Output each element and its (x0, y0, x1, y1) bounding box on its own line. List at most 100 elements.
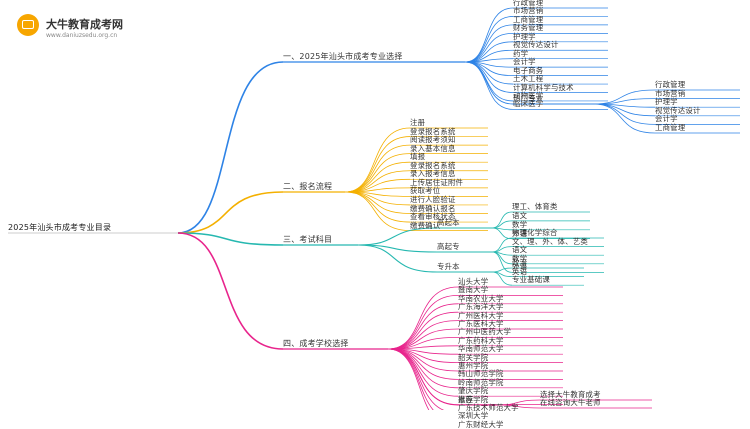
branch-4-item-4: 广东海洋大学 (458, 302, 504, 312)
branch-4-item-13: 岭南师范学院 (458, 377, 504, 387)
branch-1-group-connector (464, 61, 514, 105)
logo-icon (17, 14, 39, 36)
branch-4-item-14: 肇庆学院 (458, 386, 489, 396)
branch-1-item-12: 动物医学 (513, 90, 544, 100)
branch-2-item-connector-11 (344, 191, 411, 214)
branch-4-item-18: 广东财经大学 (458, 419, 504, 429)
branch-1-item-connector-11 (464, 61, 514, 93)
branch-1-item-3: 工商管理 (513, 14, 544, 24)
branch-4-item-8: 广东药科大学 (458, 335, 504, 345)
branch-2-item-1: 注册 (410, 118, 426, 127)
branch-4-group-connector (387, 348, 459, 406)
exam-subject-connector-2-1 (491, 237, 513, 253)
exam-subject-1-1: 理工、体育类 (512, 202, 558, 211)
branch-1-title: 一、2025年汕头市成考专业选择 (283, 52, 403, 61)
branch-2-item-2: 登录报名系统 (410, 126, 456, 136)
branch-4-item-12: 韩山师范学院 (458, 369, 504, 379)
branch-1-item-connector-4 (464, 32, 514, 63)
branch-1-item-9: 电子商务 (513, 65, 544, 75)
exam-group-connector-2 (357, 244, 438, 253)
branch-1-item-1: 行政管理 (513, 0, 544, 7)
mindmap-connectors (8, 7, 740, 410)
branch-2-item-10: 进行人脸验证 (410, 194, 456, 204)
branch-4-group-item-1: 选择大牛教育成考 (540, 390, 601, 399)
branch-2-item-connector-10 (344, 191, 411, 206)
branch-4-item-connector-12 (387, 348, 459, 380)
exam-group-2: 高起专 (437, 242, 460, 251)
exam-subject-connector-1-1 (491, 211, 513, 229)
exam-subject-2-5: 外语 (512, 262, 528, 272)
exam-subject-3-2: 英语 (512, 266, 528, 276)
branch-4-item-2: 暨南大学 (458, 285, 489, 295)
branch-1-item-connector-9 (464, 61, 514, 76)
branch-4-item-3: 华南农业大学 (458, 293, 504, 303)
branch-4-item-15: 嘉应学院 (458, 394, 489, 404)
branch-2-item-7: 录入报考信息 (410, 169, 456, 179)
branch-4-item-connector-17 (387, 348, 434, 410)
exam-subject-connector-3-3 (491, 271, 513, 286)
exam-subject-1-3: 数学 (512, 219, 528, 229)
exam-subject-3-3: 专业基础课 (512, 275, 550, 285)
branch-1-group-item-4: 视觉传达设计 (655, 105, 701, 115)
exam-group-connector-1 (357, 227, 438, 246)
branch-1-group-item-6: 工商管理 (655, 123, 686, 132)
branch-4-item-7: 广州中医药大学 (458, 327, 512, 337)
branch-4-item-connector-5 (387, 320, 459, 350)
branch-2-item-3: 阅读报考须知 (410, 135, 456, 145)
branch-1-item-13: 临床医学 (513, 99, 544, 109)
branch-connector-4 (177, 232, 284, 350)
branch-1-group-item-5: 会计学 (655, 114, 678, 124)
branch-2-item-connector-3 (344, 144, 411, 193)
branch-4-title: 四、成考学校选择 (283, 339, 349, 348)
branch-2-item-connector-1 (344, 127, 411, 193)
exam-subject-connector-1-2 (491, 220, 513, 229)
branch-2-item-connector-5 (344, 161, 411, 193)
branch-4-item-connector-18 (387, 348, 430, 410)
brand-url: www.daniuzsedu.org.cn (46, 32, 118, 39)
branch-connector-1 (177, 61, 284, 234)
branch-4-item-connector-4 (387, 311, 459, 350)
branch-1-item-7: 药学 (513, 48, 529, 58)
exam-group-1: 高起本 (437, 218, 460, 227)
exam-subject-2-1: 物理化学综合 (512, 228, 558, 237)
branch-4-group-item-2: 在线咨询大牛老师 (540, 398, 601, 407)
branch-4-item-1: 汕头大学 (458, 277, 489, 286)
exam-subject-1-2: 语文 (512, 210, 528, 220)
branch-4-item-connector-3 (387, 303, 459, 350)
branch-connector-2 (177, 191, 284, 234)
branch-3-title: 三、考试科目 (283, 235, 333, 244)
branch-2-item-12: 查看审核状态 (410, 212, 456, 222)
branch-connector-3 (177, 232, 284, 246)
exam-subject-2-3: 语文 (512, 245, 528, 255)
branch-1-item-5: 护理学 (513, 31, 536, 41)
brand-name: 大牛教育成考网 (46, 18, 123, 31)
exam-subject-2-4: 数学 (512, 253, 528, 263)
branch-4-item-16: 广东技术师范大学 (458, 403, 519, 412)
exam-subject-1-4: 外语 (512, 228, 528, 238)
branch-1-group-item-connector-1 (592, 89, 656, 105)
branch-1-item-4: 财务管理 (513, 23, 544, 33)
branch-1-item-2: 市场营销 (513, 6, 544, 16)
branch-2-title: 二、报名流程 (283, 182, 333, 191)
branch-1-item-10: 土木工程 (513, 74, 544, 84)
exam-group-3: 专升本 (437, 262, 460, 271)
branch-4-group-item-connector-2 (497, 404, 541, 409)
branch-4-item-connector-16 (387, 348, 445, 410)
branch-2-item-8: 上传居住证附件 (410, 177, 464, 187)
branch-1-item-connector-12 (464, 61, 514, 102)
exam-group-connector-3 (357, 244, 438, 273)
branch-1-item-11: 计算机科学与技术 (513, 82, 574, 92)
branch-1-group-item-1: 行政管理 (655, 80, 686, 89)
branch-1-item-6: 视觉传达设计 (513, 40, 559, 50)
branch-1-item-8: 会计学 (513, 57, 536, 67)
branch-1-group-item-3: 护理学 (655, 97, 678, 107)
branch-2-item-11: 缴费确认报名 (410, 203, 456, 213)
branch-4-item-11: 惠州学院 (458, 361, 489, 370)
branch-2-item-5: 填报 (410, 152, 426, 162)
branch-4-item-connector-14 (387, 348, 459, 397)
branch-1-group-item-connector-6 (592, 103, 656, 134)
branch-2-item-6: 登录报名系统 (410, 160, 456, 170)
branch-4-item-6: 广东医科大学 (458, 319, 504, 328)
branch-4-item-connector-2 (387, 295, 459, 350)
exam-subject-connector-2-5 (491, 251, 513, 273)
